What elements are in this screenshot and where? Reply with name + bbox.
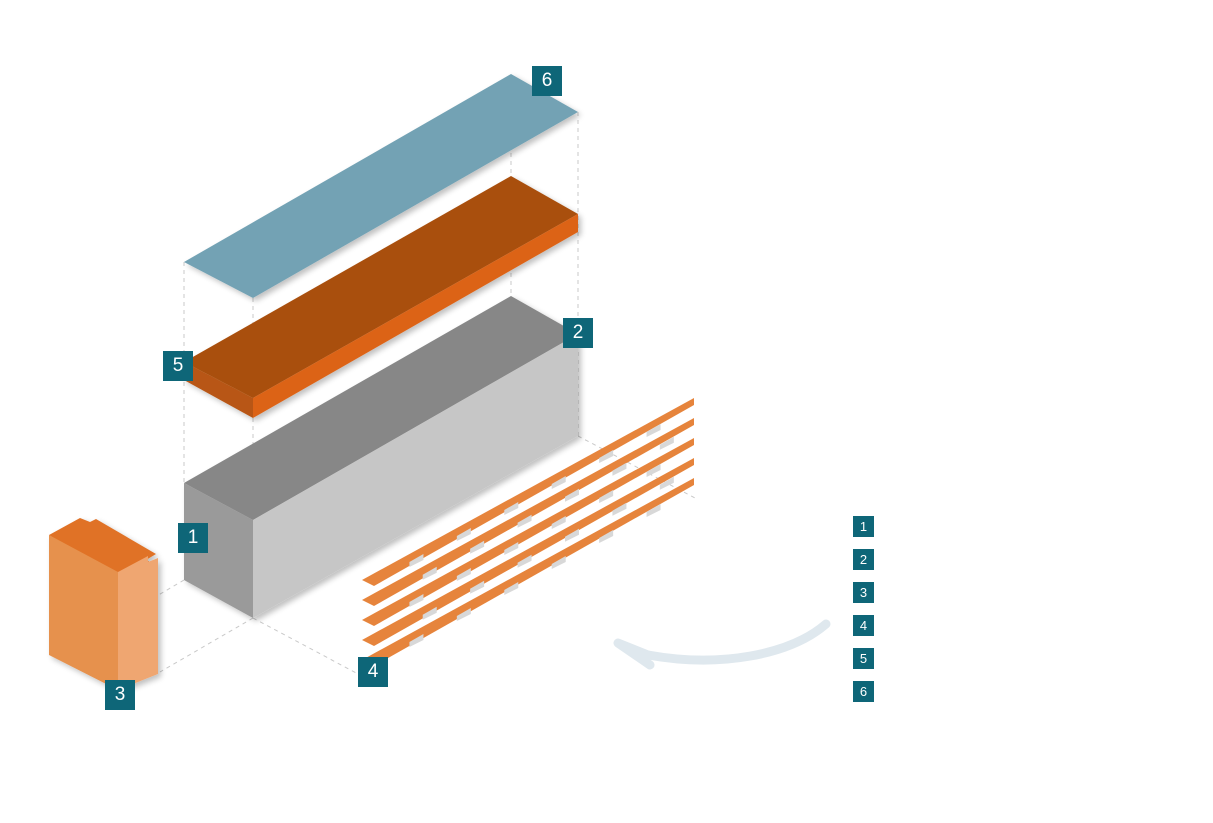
strip-gap [422,606,437,620]
legend-item-5: 5 [853,648,884,669]
legend-number-2: 2 [853,549,874,570]
strip-gap [470,580,485,594]
legend: 1 2 3 4 5 6 [853,516,884,702]
strip-gap [646,464,661,477]
legend-item-3: 3 [853,582,884,603]
strip-gap [659,436,674,450]
callout-6: 6 [532,66,562,96]
strip-gap [612,462,627,476]
strip-gap [551,516,566,529]
callout-4: 4 [358,657,388,687]
strip-gap [612,502,627,516]
strip-gap [659,476,674,490]
strip-gap [646,424,661,437]
strip-gap [456,568,471,581]
strip-gap [456,608,471,621]
strip-gap [564,488,579,502]
strip-layer [362,418,694,606]
strip-gap [599,450,614,463]
strip-gap [599,490,614,503]
strip-layers [362,398,694,666]
concrete-block [184,296,578,618]
strip-gap [504,502,519,515]
orange-slab [184,176,578,418]
orange-slab-top [184,176,578,398]
concrete-block-left [184,483,253,618]
top-panel-face [184,74,578,298]
callout-1: 1 [178,523,208,553]
strip-gap [517,514,532,528]
top-panel [184,74,578,298]
orange-slab-left [184,362,253,418]
strip-gap [470,540,485,554]
brick [49,518,158,690]
legend-number-5: 5 [853,648,874,669]
brick-side [118,556,158,690]
concrete-block-top [184,296,578,520]
orange-slab-front [253,214,578,418]
legend-number-4: 4 [853,615,874,636]
strip-gap [646,504,661,517]
legend-item-1: 1 [853,516,884,537]
strip-gap [409,634,424,647]
legend-number-3: 3 [853,582,874,603]
strip-gap [409,554,424,567]
strip-gap [551,556,566,569]
strip-gap [422,566,437,580]
legend-item-2: 2 [853,549,884,570]
concrete-block-front [253,334,578,618]
legend-number-1: 1 [853,516,874,537]
brick-top [49,518,156,580]
strip-layer [362,458,694,646]
legend-item-6: 6 [853,681,884,702]
strip-gap [564,528,579,542]
strip-gap [551,476,566,489]
callout-5: 5 [163,351,193,381]
strip-gap [456,528,471,541]
strip-gap [504,582,519,595]
legend-item-4: 4 [853,615,884,636]
curved-arrow-icon [613,619,831,670]
strip-gap [599,530,614,543]
callout-2: 2 [563,318,593,348]
strip-layer [362,478,694,666]
callout-3: 3 [105,680,135,710]
legend-number-6: 6 [853,681,874,702]
strip-gap [517,554,532,568]
strip-layer [362,438,694,626]
strip-gap [409,594,424,607]
strip-gap [504,542,519,555]
brick-front [49,535,118,690]
strip-layer [362,398,694,586]
